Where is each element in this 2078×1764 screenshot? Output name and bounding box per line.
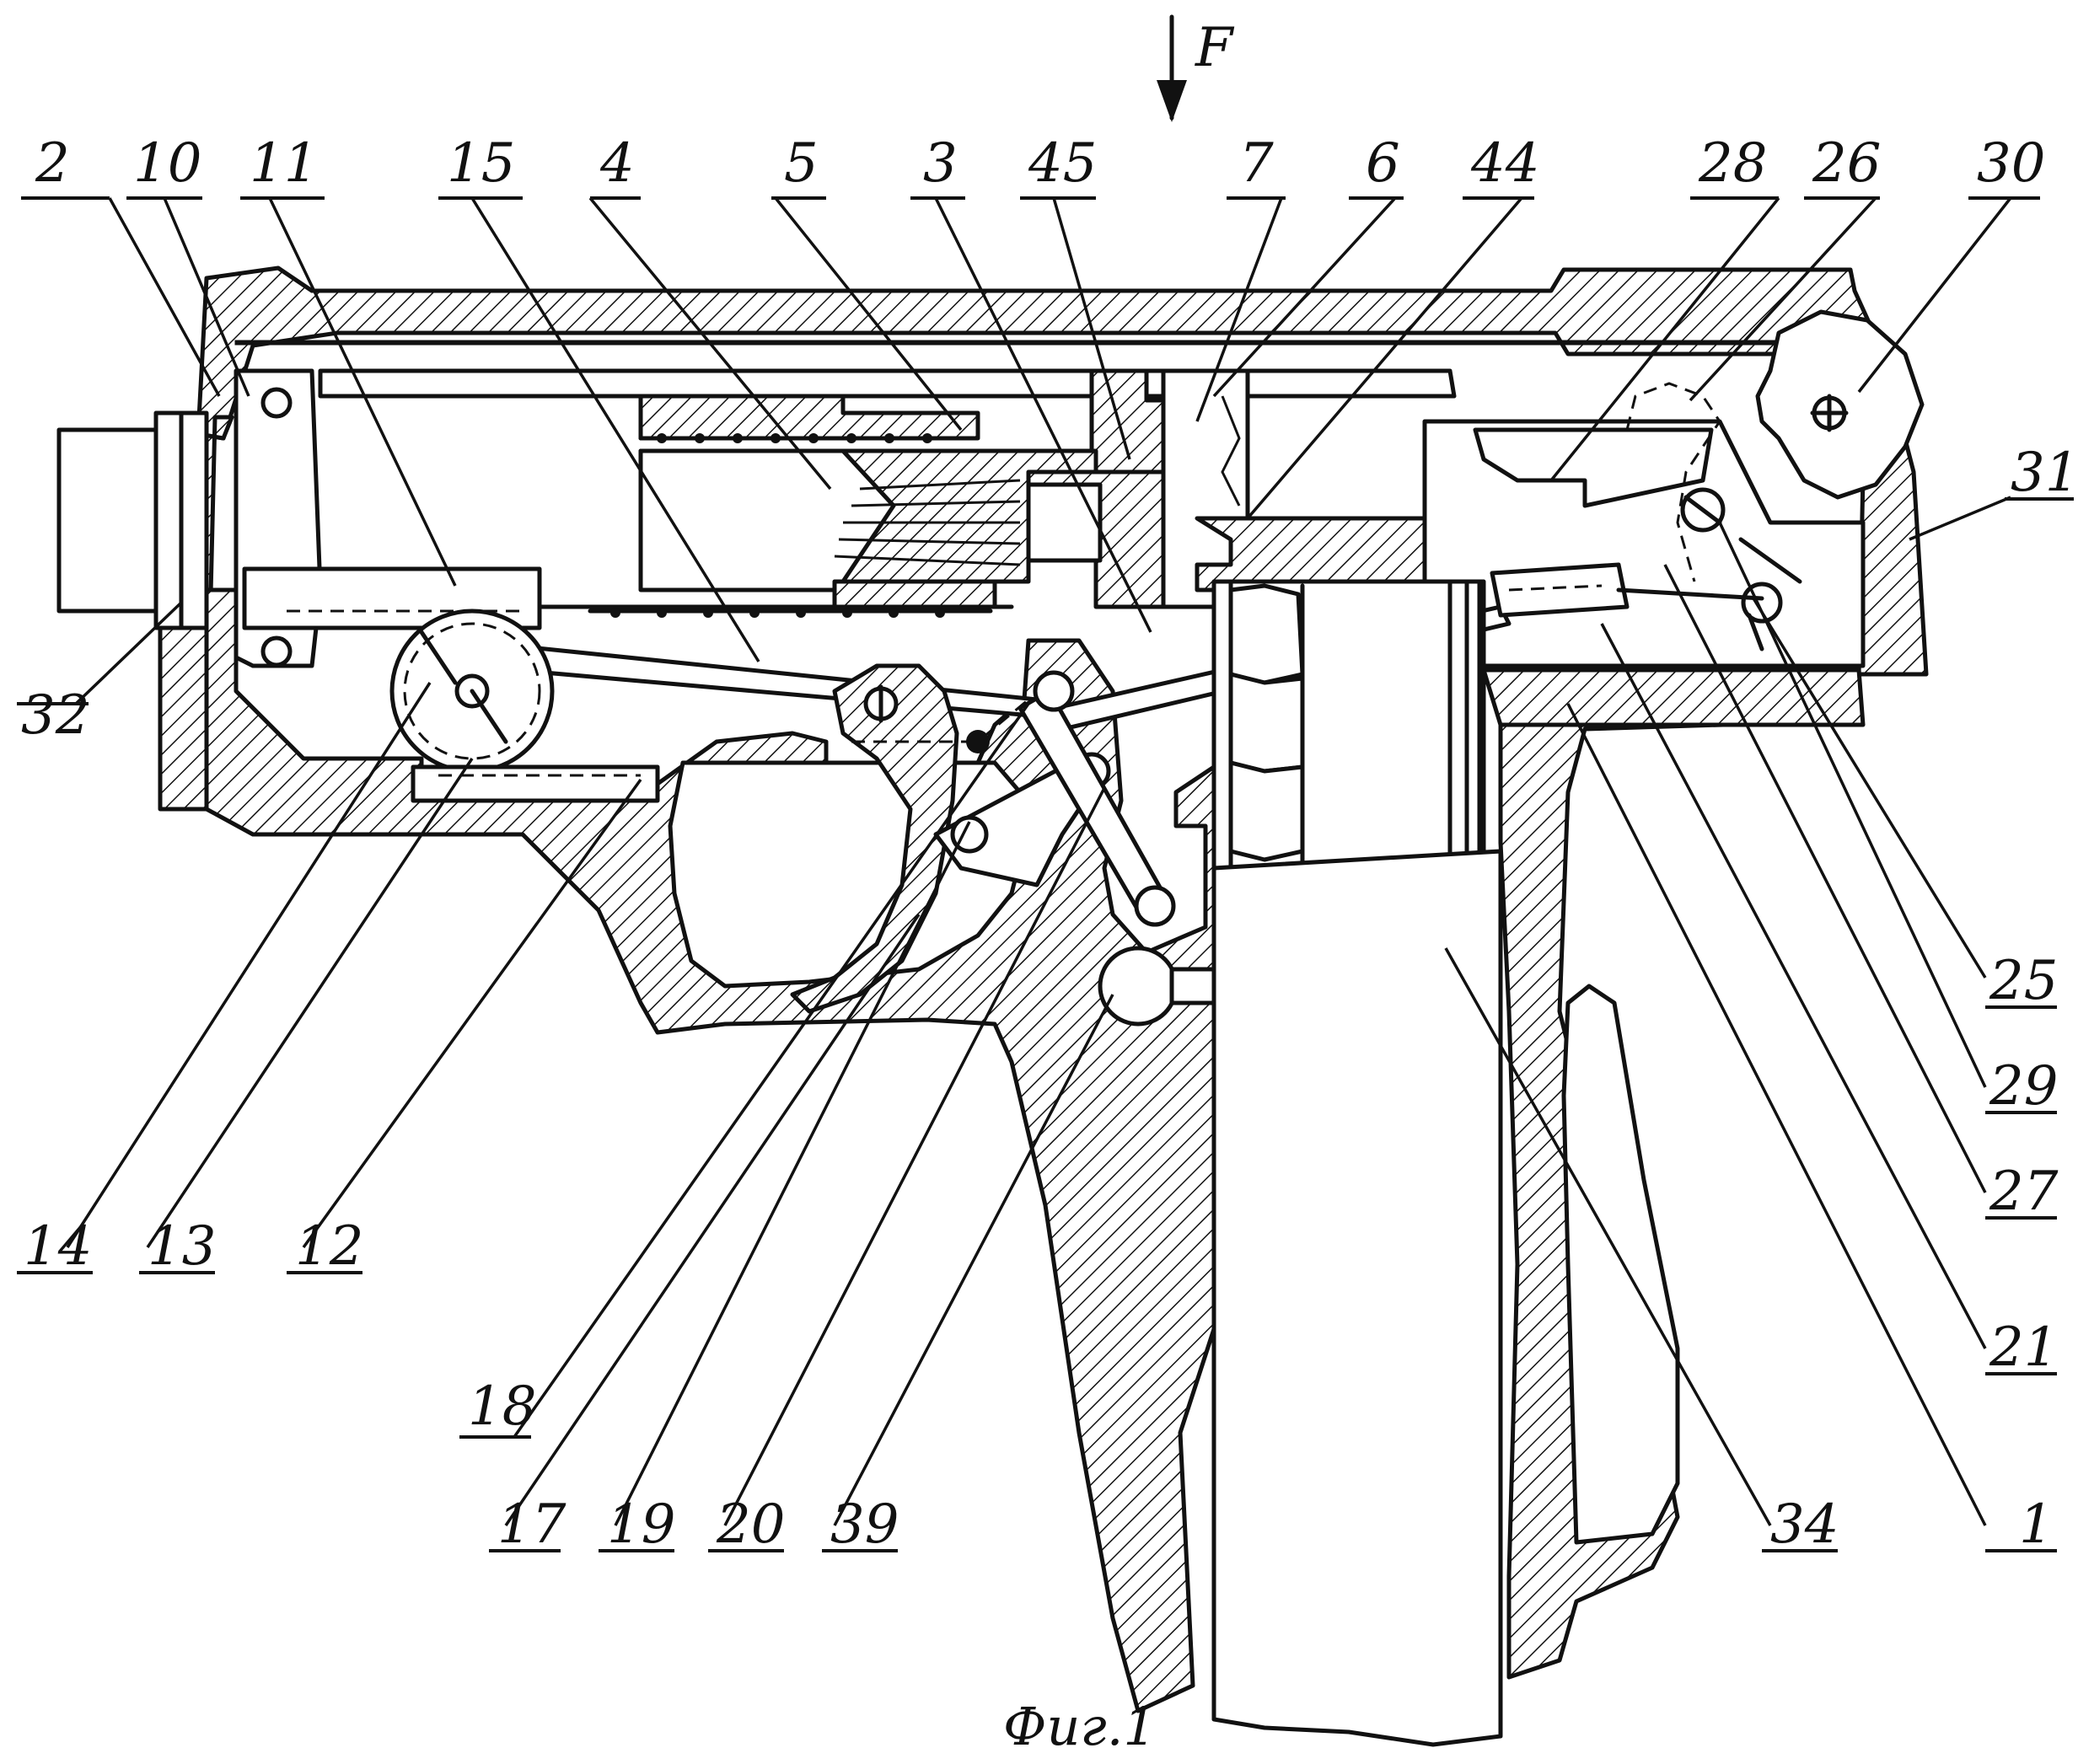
- label-31: 31: [2011, 442, 2078, 504]
- label-11: 11: [250, 132, 318, 195]
- leaders: [66, 196, 2012, 1526]
- label-44: 44: [1470, 132, 1539, 195]
- label-18: 18: [468, 1375, 536, 1438]
- label-39: 39: [830, 1493, 899, 1556]
- internal-parts: [56, 309, 1925, 1747]
- label-19: 19: [607, 1493, 675, 1556]
- label-14: 14: [24, 1215, 92, 1278]
- label-17: 17: [497, 1493, 566, 1556]
- label-4: 4: [599, 132, 635, 195]
- force-arrow: F: [1157, 14, 1235, 122]
- label-21: 21: [1989, 1316, 2058, 1379]
- label-32: 32: [21, 684, 89, 747]
- label-13: 13: [148, 1215, 216, 1278]
- label-27: 27: [1989, 1161, 2059, 1223]
- label-29: 29: [1989, 1055, 2058, 1118]
- label-30: 30: [1977, 132, 2045, 195]
- label-45: 45: [1028, 132, 1097, 195]
- force-label: F: [1195, 17, 1235, 79]
- label-5: 5: [784, 132, 819, 195]
- label-15: 15: [447, 132, 515, 195]
- label-28: 28: [1698, 132, 1767, 195]
- label-6: 6: [1366, 132, 1400, 195]
- label-2: 2: [35, 132, 70, 195]
- label-26: 26: [1812, 132, 1881, 195]
- label-7: 7: [1239, 132, 1274, 195]
- label-10: 10: [133, 132, 201, 195]
- label-3: 3: [923, 132, 958, 195]
- label-12: 12: [295, 1215, 363, 1278]
- spring-bottom: [588, 608, 993, 618]
- label-34: 34: [1770, 1493, 1839, 1556]
- fiber-bundle: [834, 479, 1021, 566]
- part-labels: 2 10 11 15 4 5 3 45 7 6 44 28 26 30 31 3…: [17, 132, 2078, 1556]
- label-20: 20: [716, 1493, 785, 1556]
- label-1: 1: [2019, 1493, 2054, 1556]
- figure-caption: Фиг.1: [1003, 1696, 1157, 1757]
- label-25: 25: [1989, 950, 2058, 1012]
